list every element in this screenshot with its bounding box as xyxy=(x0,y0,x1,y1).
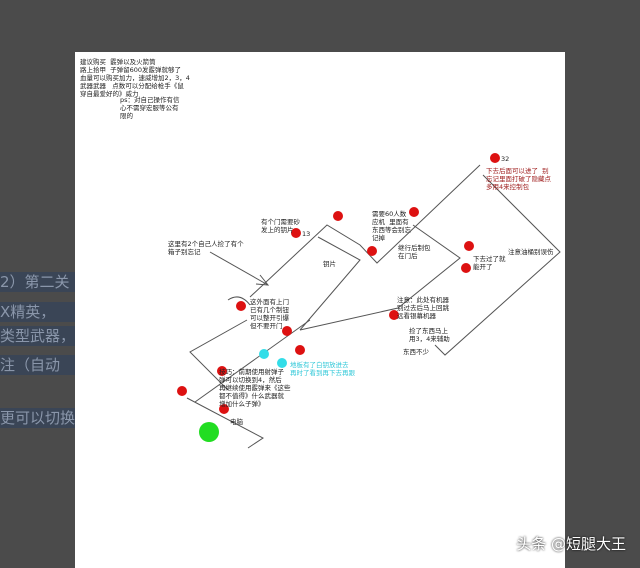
enemy-marker xyxy=(217,366,227,376)
arrow xyxy=(209,251,269,286)
player-start-marker xyxy=(199,422,219,442)
note-arrow: 这里有2个自己人捡了有个 箱子别忘记 xyxy=(168,240,244,256)
wall xyxy=(299,224,461,331)
wall xyxy=(299,236,361,331)
note-cyan: 地板有了白钥放进去 再时了看到再下去再跟 xyxy=(290,361,355,377)
wall xyxy=(249,164,481,298)
enemy-marker xyxy=(295,345,305,355)
arrow-head xyxy=(255,274,270,286)
map-drawing xyxy=(177,153,561,449)
background-text-4: 注（自动 xyxy=(0,355,75,375)
note-tip: 技巧：前期使用射弹子 弹可以切换到4，然后 再继续使用霰弹来《这些 都不值得》什… xyxy=(219,368,291,408)
enemy-marker xyxy=(236,301,246,311)
enemy-marker xyxy=(333,211,343,221)
enemy-marker xyxy=(464,241,474,251)
label-tag-13: 13 xyxy=(302,230,311,238)
note-top-right: 下去后面可以进了 别 忘记里面打破了隐藏点 多用4来控制包 xyxy=(486,167,551,191)
background-text-5: 更可以切换 xyxy=(0,408,75,428)
note-stair: 这外面有上门 已有几个制钮 可以整开引爆 但不要开门 xyxy=(250,298,289,330)
note-boss: 注意油桶别误伤 xyxy=(508,248,554,256)
note-walk: 继行后制包 在门后 xyxy=(398,244,431,260)
background-text-3: 类型武器， xyxy=(0,326,75,346)
wall xyxy=(189,319,248,391)
note-door: 有个门需要砂 发上的钥片 xyxy=(261,218,300,234)
label-computer: 电脑 xyxy=(230,418,243,426)
enemy-marker xyxy=(409,207,419,217)
note-plenty: 东西不少 xyxy=(403,348,429,356)
note-pickup: 捡了东西马上 用3，4来辅助 xyxy=(409,327,450,343)
enemy-marker xyxy=(177,386,187,396)
watermark: 头条 @短腿大王 xyxy=(516,535,626,553)
note-top-left-2: ps：对自己操作有信 心不需穿宏服等公有 限的 xyxy=(120,96,180,120)
item-marker xyxy=(277,358,287,368)
note-top-left: 建议购买 霰弹以及火箭筒 路上拾甲 子弹留600发霰弹就够了 血量可以购买加力，… xyxy=(80,58,190,98)
note-careful: 注意：此处有机器 别过去后马上回跳 远看银幕机器 xyxy=(397,296,449,320)
background-text-1: 2）第二关 xyxy=(0,272,75,292)
wall xyxy=(434,174,561,356)
enemy-marker xyxy=(291,228,301,238)
item-marker xyxy=(259,349,269,359)
enemy-marker xyxy=(490,153,500,163)
enemy-marker xyxy=(367,246,377,256)
label-fragment: 钥片 xyxy=(323,260,336,268)
enemy-marker xyxy=(389,310,399,320)
note-need: 需要60人数 应机 里面有 东西等会别忘 记掉 xyxy=(372,210,411,242)
enemy-marker xyxy=(219,404,229,414)
enemy-marker xyxy=(461,263,471,273)
label-tag-32: 32 xyxy=(501,155,510,163)
note-after: 下去过了就 能开了 xyxy=(473,255,506,271)
wall xyxy=(186,397,264,449)
map-image: 建议购买 霰弹以及火箭筒 路上拾甲 子弹留600发霰弹就够了 血量可以购买加力，… xyxy=(75,52,565,568)
background-text-2: X精英， xyxy=(0,302,75,322)
enemy-marker xyxy=(282,326,292,336)
door-arc xyxy=(227,296,251,306)
